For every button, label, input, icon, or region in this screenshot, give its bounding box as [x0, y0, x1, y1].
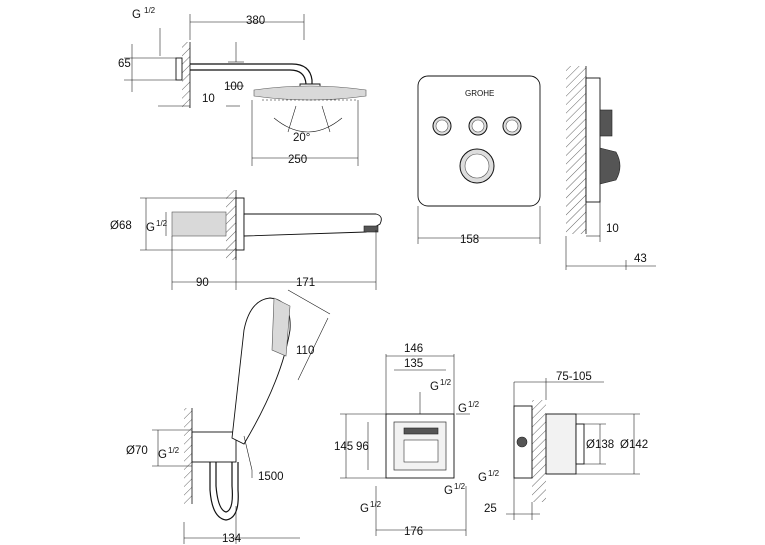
thermostat-side [599, 147, 621, 185]
dim-box-outer-width: 146 [404, 343, 423, 355]
dim-hose-length: 1500 [258, 471, 284, 483]
thread-label-box-left: G [360, 503, 369, 515]
control-panel-view: GROHE 158 [417, 75, 541, 246]
dim-panel-size: 158 [460, 234, 479, 246]
thread-frac-box-left: 1/2 [370, 500, 382, 509]
thread-frac-box-right: 1/2 [468, 400, 480, 409]
button-knob-side [599, 109, 613, 137]
dim-box-dia-outer: Ø142 [620, 439, 648, 451]
dim-head-size: 250 [288, 154, 307, 166]
thread-label-spout: G [146, 222, 155, 234]
dim-box-depth-range: 75-105 [556, 371, 592, 383]
wall-plate [175, 57, 183, 81]
dim-arm-drop: 100 [224, 81, 243, 93]
dim-panel-depth: 10 [606, 223, 619, 235]
thread-label-box-top: G [430, 381, 439, 393]
dim-spout-wall: 90 [196, 277, 209, 289]
spout-body [243, 213, 382, 237]
hand-shower-view: 110 Ø70 G 1/2 1500 134 [126, 289, 331, 545]
shower-arm [190, 63, 313, 84]
dim-elbow-diameter: Ø70 [126, 445, 148, 457]
brand-logo-text: GROHE [465, 89, 494, 98]
dim-box-dia-inner: Ø138 [586, 439, 614, 451]
thread-label-elbow: G [158, 449, 167, 461]
thread-label-box-side: G [478, 472, 487, 484]
dim-holder-width: 134 [222, 533, 242, 545]
installation-box-front: 146 135 145 96 176 G 1/2 G 1/2 G 1/2 G 1… [334, 343, 480, 538]
installation-box-side: 75-105 Ø138 Ø142 G 1/2 25 [478, 371, 648, 520]
spout-rosette [235, 197, 245, 251]
thread-label-box-right: G [458, 403, 467, 415]
dim-box-min-depth: 25 [484, 503, 497, 515]
thread-label-box-bottom: G [444, 485, 453, 497]
dim-box-inner-height: 96 [356, 441, 369, 453]
dim-box-inner-width: 135 [404, 358, 423, 370]
shower-holder [191, 431, 237, 463]
dim-spout-length: 171 [296, 277, 315, 289]
spout-view: Ø68 G 1/2 90 171 [110, 190, 382, 290]
thread-frac-elbow: 1/2 [168, 446, 180, 455]
thread-frac-top: 1/2 [144, 6, 156, 15]
spout-pipe [171, 211, 227, 237]
dim-wall-gap: 10 [202, 93, 215, 105]
thread-frac-spout: 1/2 [156, 219, 168, 228]
dim-wall-plate: 65 [118, 58, 131, 70]
wall-hatch [182, 42, 190, 108]
thread-frac-box-side: 1/2 [488, 469, 500, 478]
dim-box-overall: 176 [404, 526, 423, 538]
dim-box-outer-height: 145 [334, 441, 353, 453]
shower-head [253, 85, 367, 101]
thread-label-top: G [132, 9, 141, 21]
panel-side-view: 10 43 [565, 66, 656, 270]
thread-frac-box-bottom: 1/2 [454, 482, 466, 491]
dim-tilt-angle: 20° [293, 132, 310, 144]
control-panel [417, 75, 541, 207]
head-shower-view: 380 100 65 10 20° 250 G 1/2 [118, 6, 367, 166]
dim-arm-length: 380 [246, 15, 265, 27]
dim-panel-offset: 43 [634, 253, 647, 265]
panel-side [585, 77, 601, 203]
dim-spout-diameter: Ø68 [110, 220, 132, 232]
box-side-body [545, 413, 577, 475]
dim-hand-shower-size: 110 [296, 345, 314, 357]
thread-frac-box-top: 1/2 [440, 378, 452, 387]
